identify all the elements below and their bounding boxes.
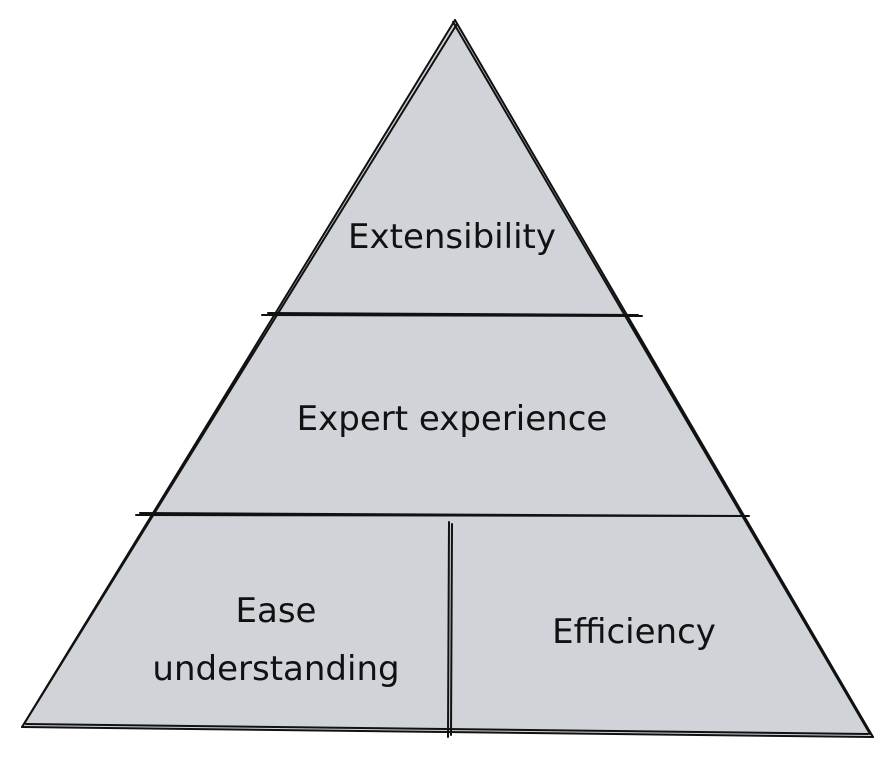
divider-top xyxy=(261,312,643,317)
label-expert-experience: Expert experience xyxy=(297,399,608,439)
divider-vertical xyxy=(447,521,453,738)
pyramid-fill xyxy=(22,20,873,737)
pyramid-left-edge xyxy=(21,19,458,728)
label-ease: Ease xyxy=(236,591,317,631)
divider-middle xyxy=(135,512,750,517)
label-extensibility: Extensibility xyxy=(348,217,556,257)
pyramid-right-edge xyxy=(452,19,874,738)
label-efficiency: Efficiency xyxy=(552,612,716,652)
label-understanding: understanding xyxy=(152,649,399,689)
